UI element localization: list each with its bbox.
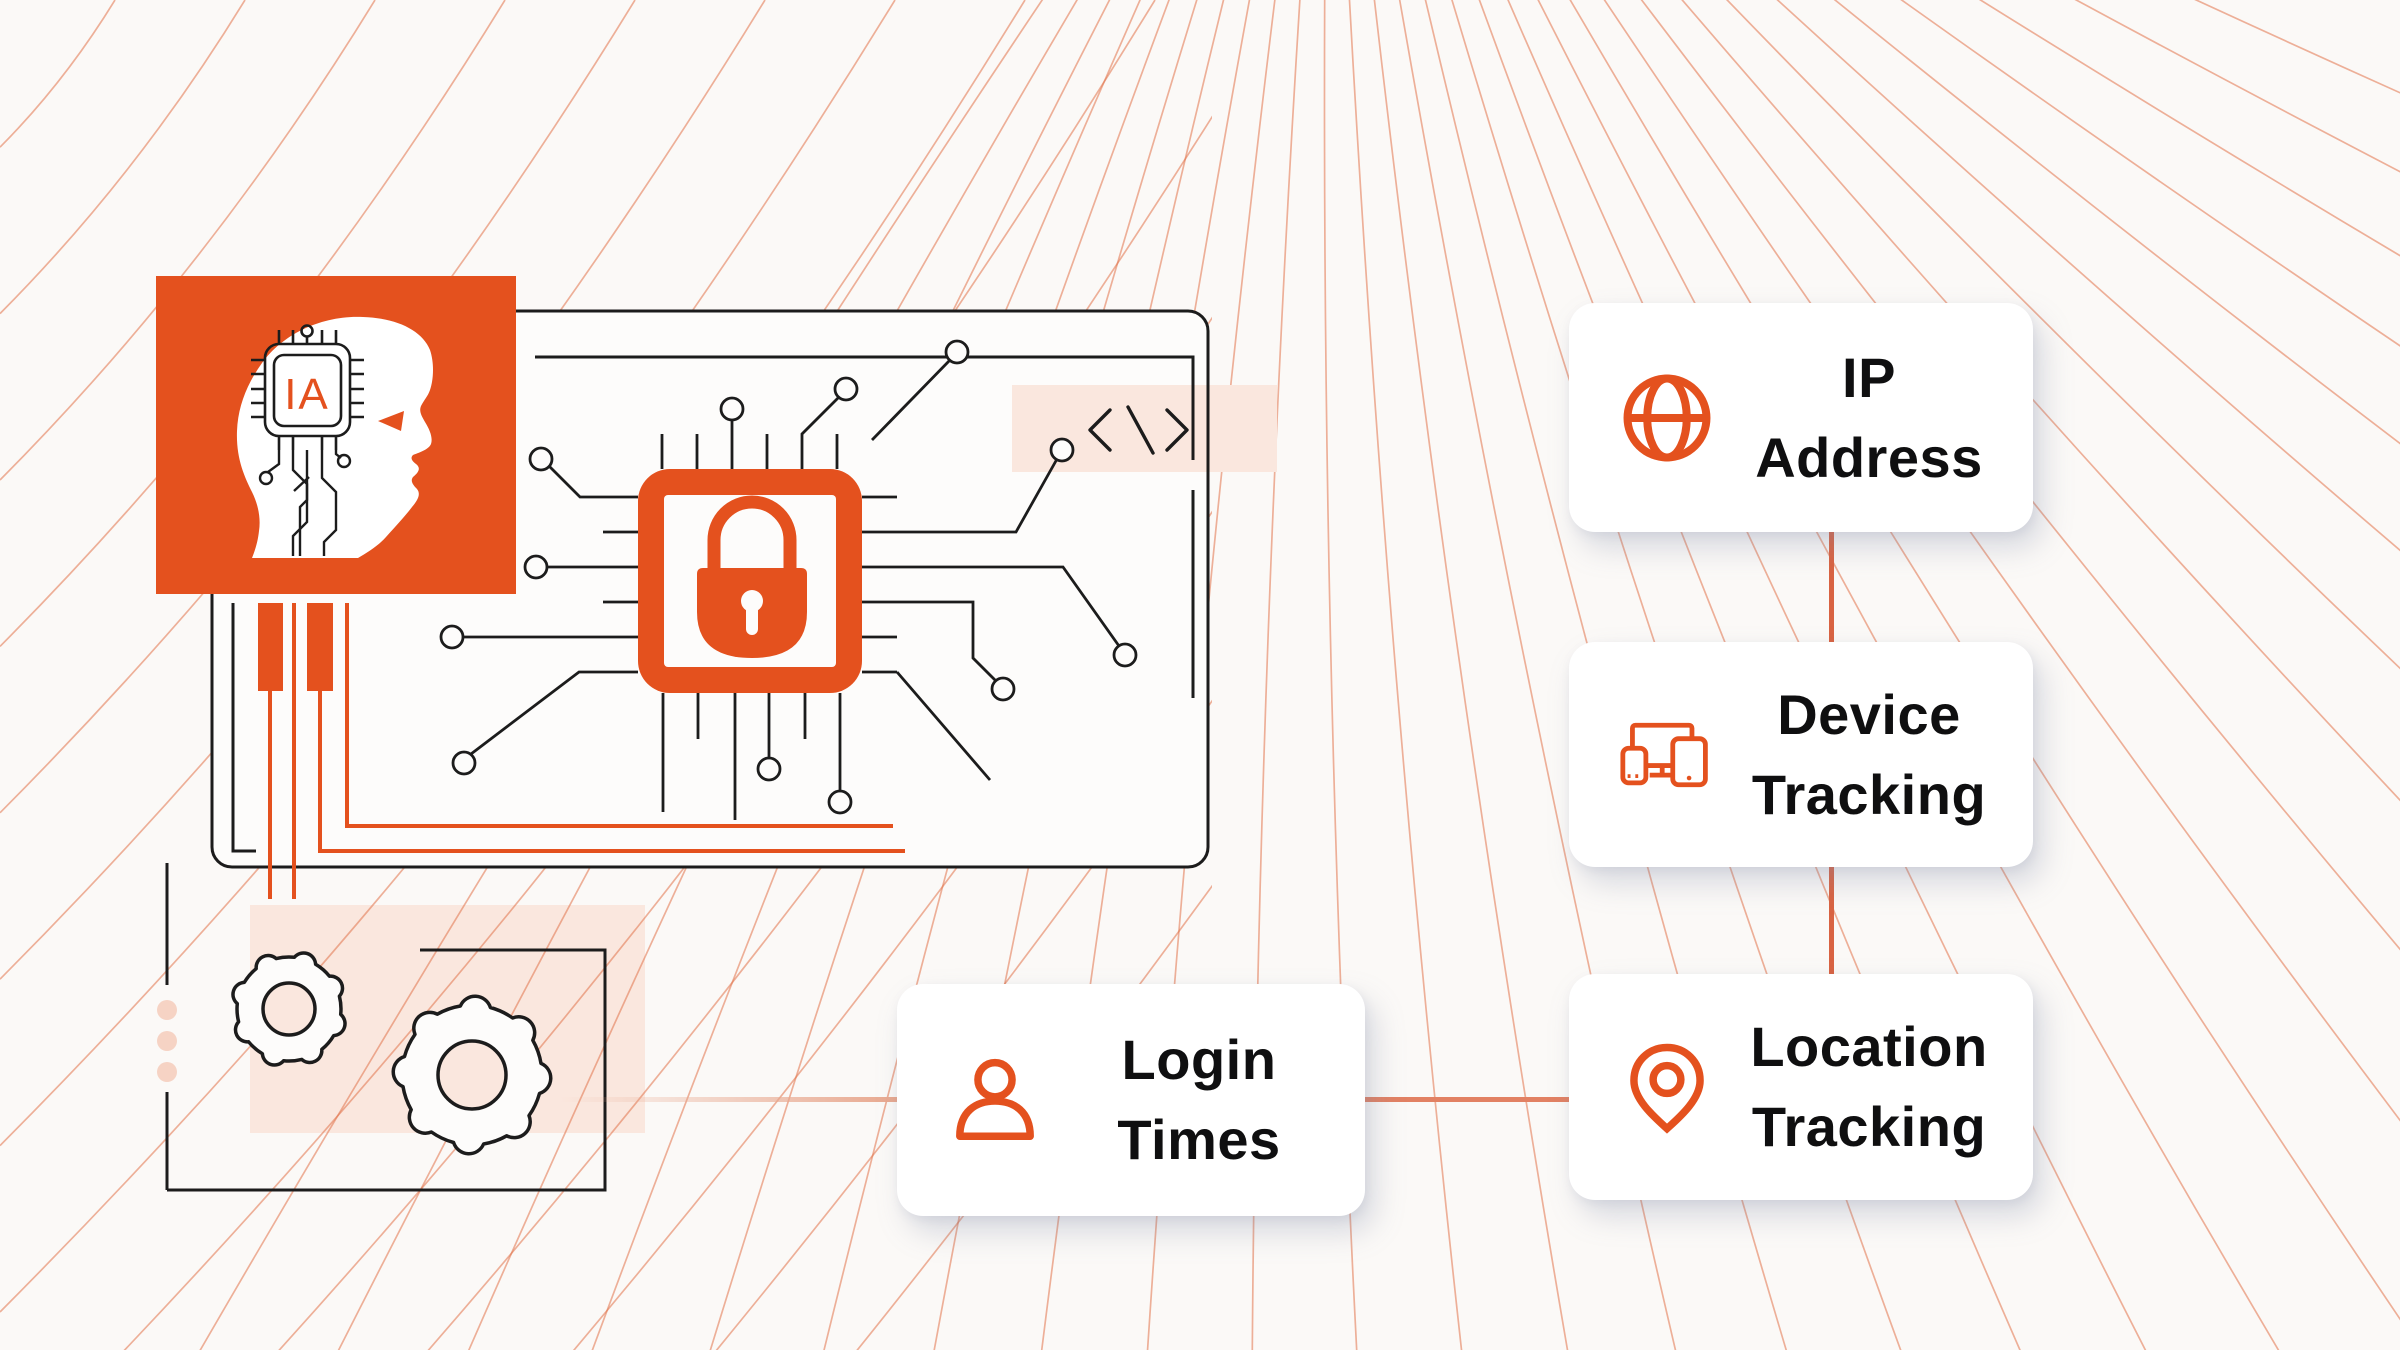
card-label-line: IP <box>1842 345 1896 409</box>
orange-bus-lines <box>258 603 905 899</box>
connector-login-to-location <box>1365 1097 1569 1102</box>
card-label-line: Tracking <box>1751 1095 1987 1158</box>
card-label-line: Times <box>1117 1108 1281 1171</box>
connector-ip-to-device <box>1829 532 1834 642</box>
connector-device-to-location <box>1829 867 1834 974</box>
connector-illustration-to-login <box>560 1097 897 1102</box>
pink-dots <box>157 1000 177 1082</box>
background-lines-left <box>0 0 1212 1350</box>
gears-frame <box>167 948 607 1192</box>
card-label: IP Address <box>1715 338 2033 497</box>
cpu-lock-icon <box>638 469 862 693</box>
board-inner-line <box>535 355 1195 698</box>
card-label-line: Tracking <box>1751 762 1987 826</box>
card-label: Login Times <box>1043 1020 1365 1179</box>
user-icon <box>947 1052 1043 1148</box>
circuit-traces <box>463 359 1121 820</box>
devices-icon <box>1619 707 1715 803</box>
head-chip-label: IA <box>284 370 330 419</box>
gears-block <box>157 863 607 1192</box>
code-highlight-band <box>1012 385 1277 472</box>
card-ip-address: IP Address <box>1569 303 2033 532</box>
code-icon <box>1088 405 1189 455</box>
card-label-line: Login <box>1121 1028 1277 1092</box>
head-chip <box>251 324 364 450</box>
lock-shackle <box>707 495 797 575</box>
location-pin-icon <box>1619 1039 1715 1135</box>
card-label: Device Tracking <box>1715 675 2033 834</box>
gear-hole <box>261 981 317 1037</box>
card-login-times: Login Times <box>897 984 1365 1216</box>
card-location-tracking: Location Tracking <box>1569 974 2033 1200</box>
gear-hole <box>436 1039 508 1111</box>
card-device-tracking: Device Tracking <box>1569 642 2033 867</box>
card-label: Location Tracking <box>1715 1007 2033 1166</box>
keyhole-stem <box>746 601 758 635</box>
card-label-line: Device <box>1777 682 1961 746</box>
eye-triangle <box>378 411 404 431</box>
head-circuits <box>258 450 352 556</box>
card-label-line: Address <box>1755 425 1983 489</box>
card-label-line: Location <box>1750 1015 1988 1079</box>
board-inner-line-left <box>231 603 256 853</box>
globe-icon <box>1619 370 1715 466</box>
circuit-nodes <box>439 339 1138 815</box>
ai-head-icon: IA <box>156 276 516 594</box>
